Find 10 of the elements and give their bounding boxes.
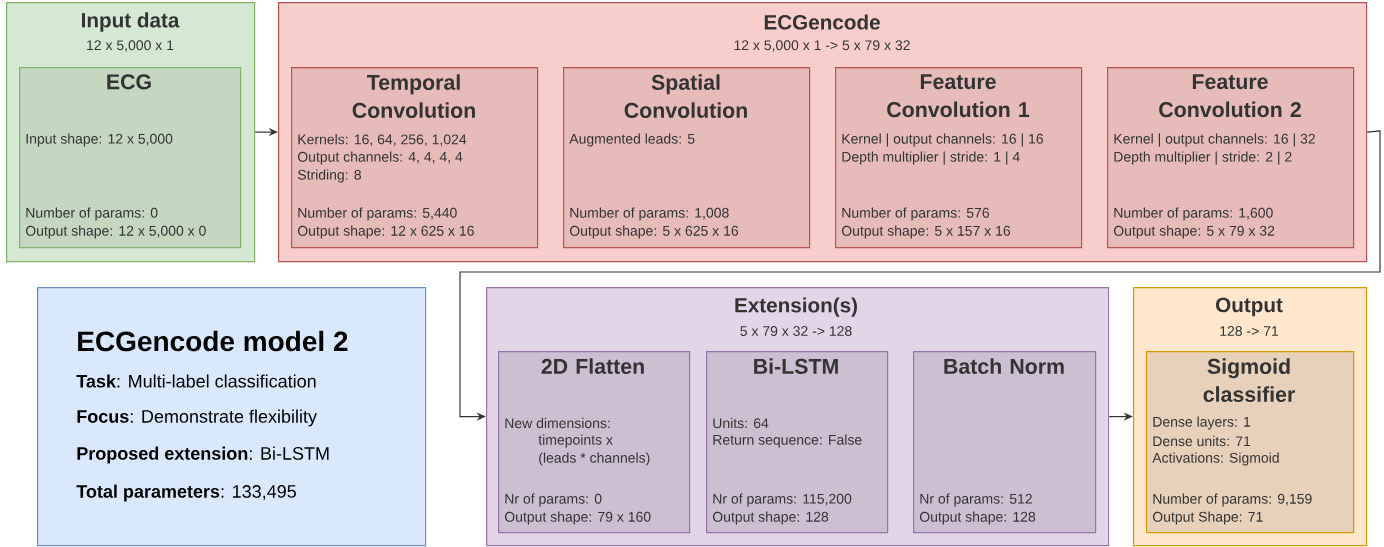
- layer-box: Sigmoid classifier Dense layers: 1 Dense units: 71 Activations: Sigmoid Number of params: 9,159 Output Shape: 71: [1146, 351, 1355, 534]
- layer-box: Spatial Convolution Augmented leads: 5 Number of params: 1,008 Output shape: 5 x 625 x 16: [563, 67, 811, 249]
- layer-box: Feature Convolution 1 Kernel | output channels: 16 | 16 Depth multiplier | stride: 1 | 4 Number of params: 576 Output shape: 5 x 157 x 16: [835, 67, 1083, 249]
- layer-box: Temporal Convolution Kernels: 16, 64, 256, 1,024 Output channels: 4, 4, 4, 4 Striding: 8 Number of params: 5,440 Output shape: 12 x 625 x 16: [291, 67, 539, 249]
- layer-box: Feature Convolution 2 Kernel | output channels: 16 | 32 Depth multiplier | stride: 2 | 2 Number of params: 1,600 Output shape: 5 x 79 x 32: [1107, 67, 1355, 249]
- summary-card: ECGencode model 2 Task: Multi-label classification Focus: Demonstrate flexibility Proposed extension: Bi-LSTM Total parameters: 133,495: [37, 287, 427, 547]
- layer-box: 2D Flatten New dimensions: timepoints x (leads * channels) Nr of params: 0 Output shape: 79 x 160: [498, 351, 691, 534]
- layer-box: Batch Norm Nr of params: 512 Output shape: 128: [913, 351, 1097, 534]
- layer-box: Bi-LSTM Units: 64 Return sequence: False Nr of params: 115,200 Output shape: 128: [706, 351, 889, 534]
- layer-box: ECG Input shape: 12 x 5,000 Number of params: 0 Output shape: 12 x 5,000 x 0: [19, 67, 242, 249]
